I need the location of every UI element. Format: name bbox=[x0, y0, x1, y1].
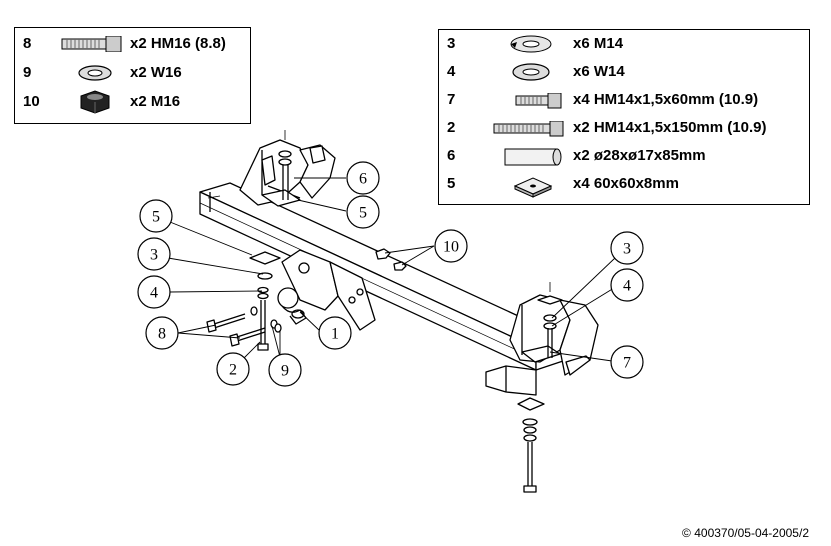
part-number: 9 bbox=[23, 64, 32, 81]
part-number: 4 bbox=[447, 63, 456, 80]
left-bolt-stack bbox=[261, 130, 326, 200]
callout-10 bbox=[434, 229, 468, 263]
flat-washer-icon bbox=[510, 35, 552, 53]
callout-6 bbox=[346, 161, 380, 195]
part-spec: x4 60x60x8mm bbox=[573, 175, 679, 192]
part-number: 5 bbox=[447, 175, 456, 192]
part-number: 2 bbox=[447, 119, 456, 136]
callout-label: 4 bbox=[623, 278, 631, 295]
callout-8 bbox=[145, 316, 179, 350]
parts-legend-left: 8 x2 HM16 (8.8) 9 x2 W16 10 x2 M16 bbox=[14, 27, 251, 124]
legend-row: 9 x2 W16 bbox=[15, 61, 250, 85]
callout-label: 5 bbox=[359, 205, 367, 222]
square-plate-icon bbox=[513, 177, 553, 198]
legend-row: 6 x2 ø28xø17x85mm bbox=[439, 144, 809, 168]
part-number: 6 bbox=[447, 147, 456, 164]
callout-leaders bbox=[167, 177, 616, 362]
legend-row: 10 x2 M16 bbox=[15, 90, 250, 114]
callout-label: 4 bbox=[150, 285, 158, 302]
callout-4-left bbox=[137, 275, 171, 309]
right-mounting-bracket bbox=[509, 294, 599, 376]
callout-label: 1 bbox=[331, 326, 339, 343]
legend-row: 4 x6 W14 bbox=[439, 60, 809, 84]
legend-row: 8 x2 HM16 (8.8) bbox=[15, 32, 250, 56]
callout-1 bbox=[318, 316, 352, 350]
callout-label: 3 bbox=[623, 241, 631, 258]
callout-7 bbox=[610, 345, 644, 379]
callout-5-upper bbox=[346, 195, 380, 229]
part-number: 3 bbox=[447, 35, 456, 52]
part-spec: x2 M16 bbox=[130, 93, 181, 110]
callout-3-left bbox=[137, 237, 171, 271]
right-lower-bolt-stack bbox=[517, 397, 545, 493]
callout-5-left bbox=[139, 199, 173, 233]
spring-washer-icon bbox=[512, 63, 550, 81]
tow-plate-bolts bbox=[206, 306, 282, 347]
callout-label: 3 bbox=[150, 247, 158, 264]
part-spec: x2 W16 bbox=[130, 64, 182, 81]
part-spec: x2 ø28xø17x85mm bbox=[573, 147, 706, 164]
legend-row: 2 x2 HM14x1,5x150mm (10.9) bbox=[439, 116, 809, 140]
short-bolt-icon bbox=[515, 93, 562, 109]
part-number: 10 bbox=[23, 93, 40, 110]
bolt-icon bbox=[61, 36, 122, 52]
legend-row: 3 x6 M14 bbox=[439, 32, 809, 56]
copyright-text: © 400370/05-04-2005/2 bbox=[682, 526, 809, 540]
towbar-crossbar bbox=[199, 182, 567, 396]
hex-nut-icon bbox=[80, 90, 110, 114]
callout-4-right bbox=[610, 268, 644, 302]
left-lower-bolt-stack bbox=[249, 251, 281, 351]
part-spec: x4 HM14x1,5x60mm (10.9) bbox=[573, 91, 759, 108]
part-number: 8 bbox=[23, 35, 32, 52]
parts-legend-right: 3 x6 M14 4 x6 W14 7 x4 HM14x1,5x60mm (10… bbox=[438, 29, 810, 205]
legend-row: 5 x4 60x60x8mm bbox=[439, 172, 809, 198]
hex-nuts bbox=[375, 248, 407, 271]
callout-label: 6 bbox=[359, 171, 367, 188]
callout-9 bbox=[268, 353, 302, 387]
part-spec: x6 M14 bbox=[573, 35, 624, 52]
callout-label: 8 bbox=[158, 326, 166, 343]
part-spec: x2 HM14x1,5x150mm (10.9) bbox=[573, 119, 767, 136]
callout-2 bbox=[216, 352, 250, 386]
callout-label: 7 bbox=[623, 355, 631, 372]
right-upper-bolt-stack bbox=[537, 282, 563, 358]
callout-label: 5 bbox=[152, 209, 160, 226]
callout-label: 10 bbox=[443, 239, 459, 256]
callout-label: 2 bbox=[229, 362, 237, 379]
spring-washer-icon bbox=[78, 65, 112, 81]
callout-label: 9 bbox=[281, 363, 289, 380]
part-spec: x6 W14 bbox=[573, 63, 625, 80]
legend-row: 7 x4 HM14x1,5x60mm (10.9) bbox=[439, 88, 809, 112]
callout-3-right bbox=[610, 231, 644, 265]
part-number: 7 bbox=[447, 91, 456, 108]
long-bolt-icon bbox=[493, 121, 564, 137]
part-spec: x2 HM16 (8.8) bbox=[130, 35, 226, 52]
tow-plate bbox=[281, 249, 376, 331]
spacer-tube-icon bbox=[504, 148, 562, 166]
